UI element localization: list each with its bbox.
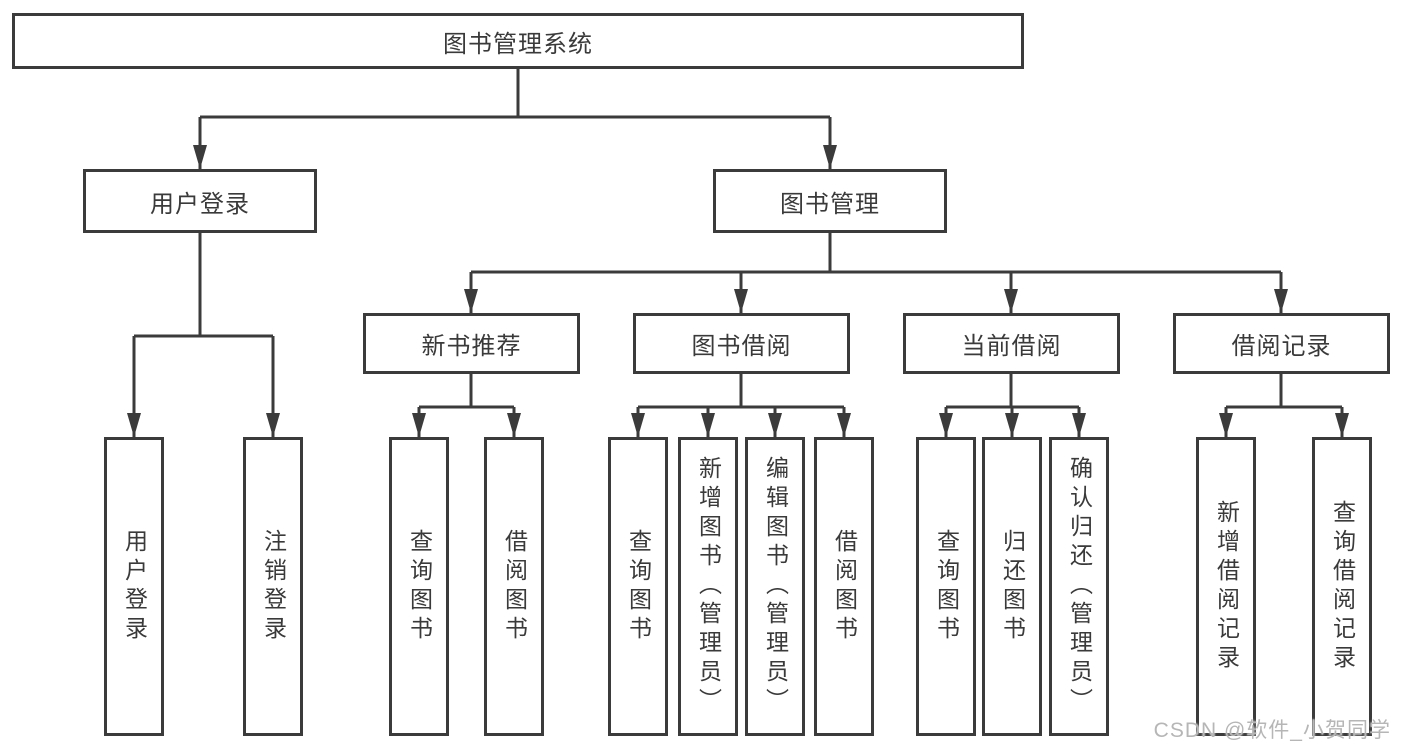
leaf-records-add-record: 新增借阅记录 — [1196, 437, 1256, 736]
leaf-borrow-query-books: 查询图书 — [608, 437, 668, 736]
leaf-current-confirm-return-admin: 确认归还（管理员） — [1049, 437, 1109, 736]
connector-login-leaves — [127, 233, 280, 437]
node-current-borrowing: 当前借阅 — [903, 313, 1120, 374]
leaf-recommend-borrow-books: 借阅图书 — [484, 437, 544, 736]
leaf-borrow-edit-books-admin: 编辑图书（管理员） — [745, 437, 805, 736]
node-root-library-system: 图书管理系统 — [12, 13, 1024, 69]
leaf-current-query-books: 查询图书 — [916, 437, 976, 736]
connector-root-to-level2 — [193, 69, 837, 169]
node-book-borrowing: 图书借阅 — [633, 313, 850, 374]
node-book-management: 图书管理 — [713, 169, 947, 233]
connector-recommend-leaves — [412, 374, 521, 437]
connector-borrow-leaves — [631, 374, 851, 437]
leaf-logout: 注销登录 — [243, 437, 303, 736]
connector-records-leaves — [1219, 374, 1349, 437]
leaf-borrow-borrow-books: 借阅图书 — [814, 437, 874, 736]
leaf-user-login: 用户登录 — [104, 437, 164, 736]
leaf-records-query-record: 查询借阅记录 — [1312, 437, 1372, 736]
node-user-login: 用户登录 — [83, 169, 317, 233]
leaf-recommend-query-books: 查询图书 — [389, 437, 449, 736]
leaf-current-return-books: 归还图书 — [982, 437, 1042, 736]
connector-mgmt-to-level3 — [464, 233, 1288, 313]
node-borrowing-records: 借阅记录 — [1173, 313, 1390, 374]
watermark: CSDN @软件_小贺同学 — [1153, 719, 1391, 742]
node-new-book-recommendation: 新书推荐 — [363, 313, 580, 374]
leaf-borrow-add-books-admin: 新增图书（管理员） — [678, 437, 738, 736]
connector-current-leaves — [939, 374, 1086, 437]
